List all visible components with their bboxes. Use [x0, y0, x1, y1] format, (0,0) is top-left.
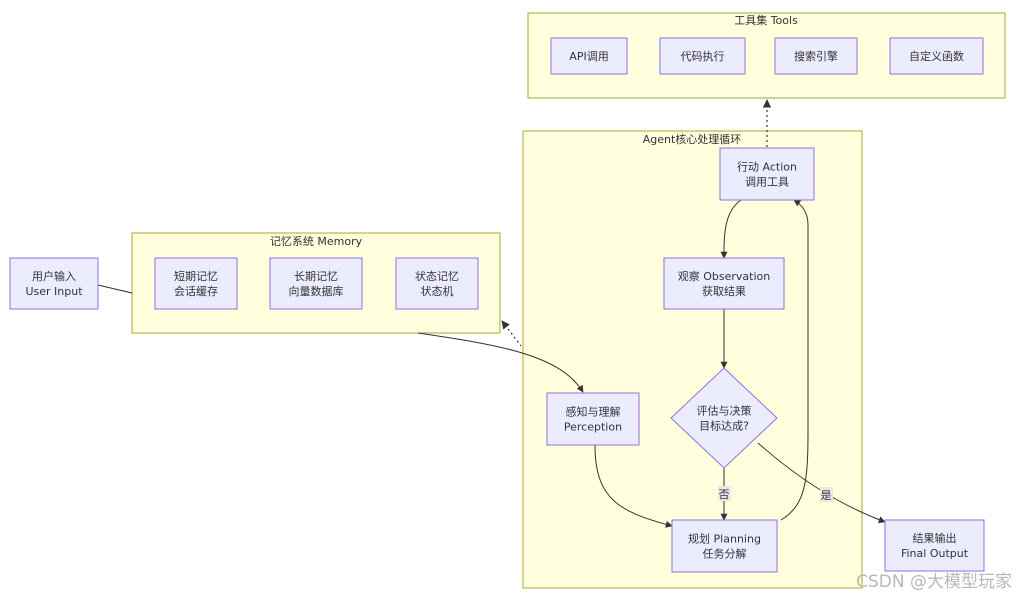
custom-node: 自定义函数	[889, 37, 984, 75]
planning-node-box	[671, 519, 778, 573]
state-memory-node-box	[395, 257, 479, 310]
code-node: 代码执行	[659, 37, 746, 75]
agent-cluster: Agent核心处理循环	[522, 130, 863, 589]
action-node-label-2: 调用工具	[745, 176, 789, 189]
evaluate-decision-diamond	[670, 367, 778, 469]
edge-perception-to-planning	[594, 444, 673, 528]
user-input-node-label-2: User Input	[25, 285, 83, 298]
user-input-node-box	[9, 257, 99, 310]
search-node: 搜索引擎	[774, 37, 858, 75]
search-node-box	[774, 37, 858, 75]
final-output-node-box	[884, 519, 985, 572]
code-node-label-1: 代码执行	[681, 49, 725, 63]
edge-label-yes: 是	[820, 487, 833, 502]
edge-memory-agent-dotted	[501, 320, 522, 347]
search-node-label-1: 搜索引擎	[794, 49, 838, 63]
final-output-node: 结果输出 Final Output	[884, 519, 985, 572]
planning-node-label-1: 规划 Planning	[688, 532, 761, 546]
perception-node: 感知与理解 Perception	[546, 392, 640, 446]
state-memory-node-label-1: 状态记忆	[415, 269, 459, 283]
svg-text:否: 否	[719, 488, 730, 501]
state-memory-node-label-2: 状态机	[421, 284, 454, 298]
observation-node: 观察 Observation 获取结果	[663, 257, 785, 310]
evaluate-decision-label-2: 目标达成?	[699, 419, 749, 433]
perception-node-box	[546, 392, 640, 446]
custom-node-label-1: 自定义函数	[909, 49, 964, 63]
final-output-node-label-1: 结果输出	[913, 531, 957, 545]
evaluate-decision-label-1: 评估与决策	[697, 404, 752, 418]
edge-user-to-memory	[97, 284, 133, 294]
observation-node-label-1: 观察 Observation	[678, 269, 771, 283]
api-node-label-1: API调用	[569, 50, 608, 63]
short-memory-node-label-1: 短期记忆	[174, 269, 218, 283]
long-memory-node-label-2: 向量数据库	[289, 284, 344, 298]
edge-planning-to-action	[780, 199, 809, 521]
long-memory-node-box	[269, 257, 363, 310]
action-node-label-1: 行动 Action	[737, 161, 797, 174]
short-memory-node-label-2: 会话缓存	[174, 284, 218, 298]
user-input-node-label-1: 用户输入	[32, 269, 76, 283]
observation-node-box	[663, 257, 785, 310]
memory-cluster-title: 记忆系统 Memory	[270, 235, 363, 248]
planning-node-label-2: 任务分解	[703, 547, 747, 561]
code-node-box	[659, 37, 746, 75]
api-node: API调用	[550, 37, 628, 75]
user-input-node: 用户输入 User Input	[9, 257, 99, 310]
svg-text:是: 是	[821, 489, 832, 502]
perception-node-label-2: Perception	[564, 421, 622, 434]
edge-memory-to-perception	[417, 332, 584, 393]
agent-cluster-title: Agent核心处理循环	[643, 132, 742, 146]
edge-action-to-observation	[720, 199, 742, 259]
observation-node-label-2: 获取结果	[702, 285, 746, 298]
long-memory-node-label-1: 长期记忆	[294, 270, 338, 283]
api-node-box	[550, 37, 628, 75]
final-output-node-label-2: Final Output	[901, 547, 969, 560]
custom-node-box	[889, 37, 984, 75]
short-memory-node-box	[154, 257, 238, 310]
action-node-box	[719, 147, 815, 201]
action-node: 行动 Action 调用工具	[719, 147, 815, 201]
tools-cluster-title: 工具集 Tools	[734, 13, 798, 27]
watermark: CSDN @大模型玩家	[856, 572, 1012, 592]
edge-label-no: 否	[718, 486, 731, 501]
perception-node-label-1: 感知与理解	[566, 405, 621, 419]
